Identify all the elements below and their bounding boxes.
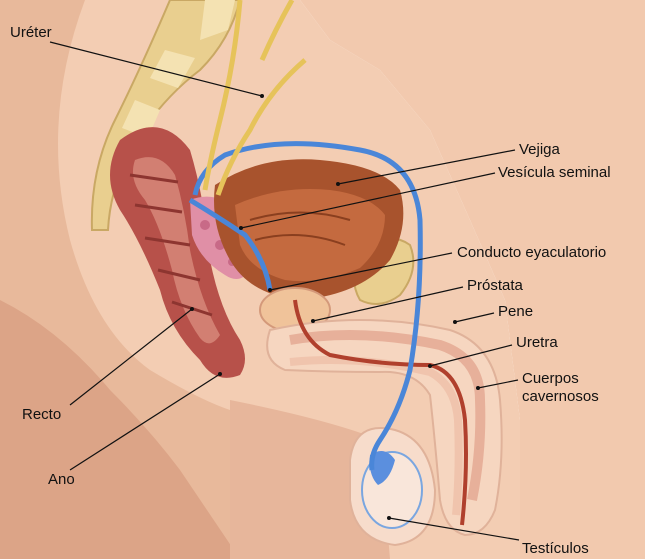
label-cuerpos-cavernosos: Cuerpos cavernosos [522, 370, 599, 406]
label-cuerpos-line2: cavernosos [522, 388, 599, 406]
label-testiculos: Testículos [522, 540, 589, 557]
label-vejiga: Vejiga [519, 141, 560, 158]
label-recto: Recto [22, 406, 61, 423]
label-cuerpos-line1: Cuerpos [522, 370, 599, 388]
label-pene: Pene [498, 303, 533, 320]
label-prostata: Próstata [467, 277, 523, 294]
label-ureter: Uréter [10, 24, 52, 41]
label-conducto-eyaculatorio: Conducto eyaculatorio [457, 244, 606, 261]
label-ano: Ano [48, 471, 75, 488]
label-vesicula-seminal: Vesícula seminal [498, 164, 611, 181]
label-uretra: Uretra [516, 334, 558, 351]
